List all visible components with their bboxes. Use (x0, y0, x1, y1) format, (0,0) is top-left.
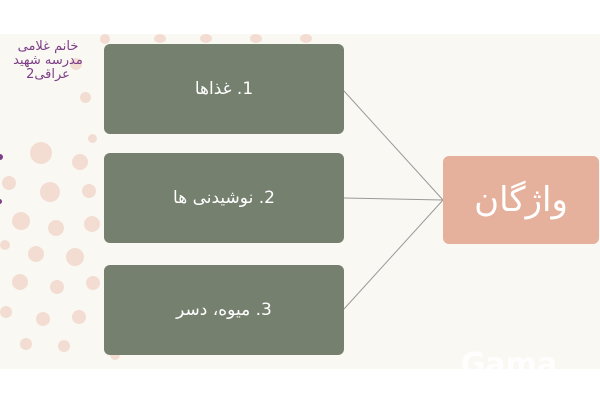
main-topic-label: واژگان (474, 180, 568, 220)
watermark-logo: Gama (460, 346, 558, 382)
connector-line-3 (343, 199, 444, 310)
main-topic-box: واژگان (443, 156, 599, 244)
slide: 1. غذاها 2. نوشیدنی ها 3. میوه، دسر واژگ… (0, 34, 600, 369)
item-label: 2. نوشیدنی ها (173, 188, 275, 208)
item-label: 1. غذاها (194, 79, 254, 99)
connector-line-2 (343, 197, 444, 201)
dot-pattern-decoration (0, 34, 600, 369)
author-label: خانم غلامی مدرسه شهید عراقی2 (13, 39, 83, 82)
item-box-drinks: 2. نوشیدنی ها (104, 153, 344, 243)
connector-line-1 (343, 90, 444, 201)
item-box-fruit-dessert: 3. میوه، دسر (104, 265, 344, 355)
item-label: 3. میوه، دسر (176, 300, 272, 320)
connector-lines (343, 90, 444, 310)
item-box-foods: 1. غذاها (104, 44, 344, 134)
